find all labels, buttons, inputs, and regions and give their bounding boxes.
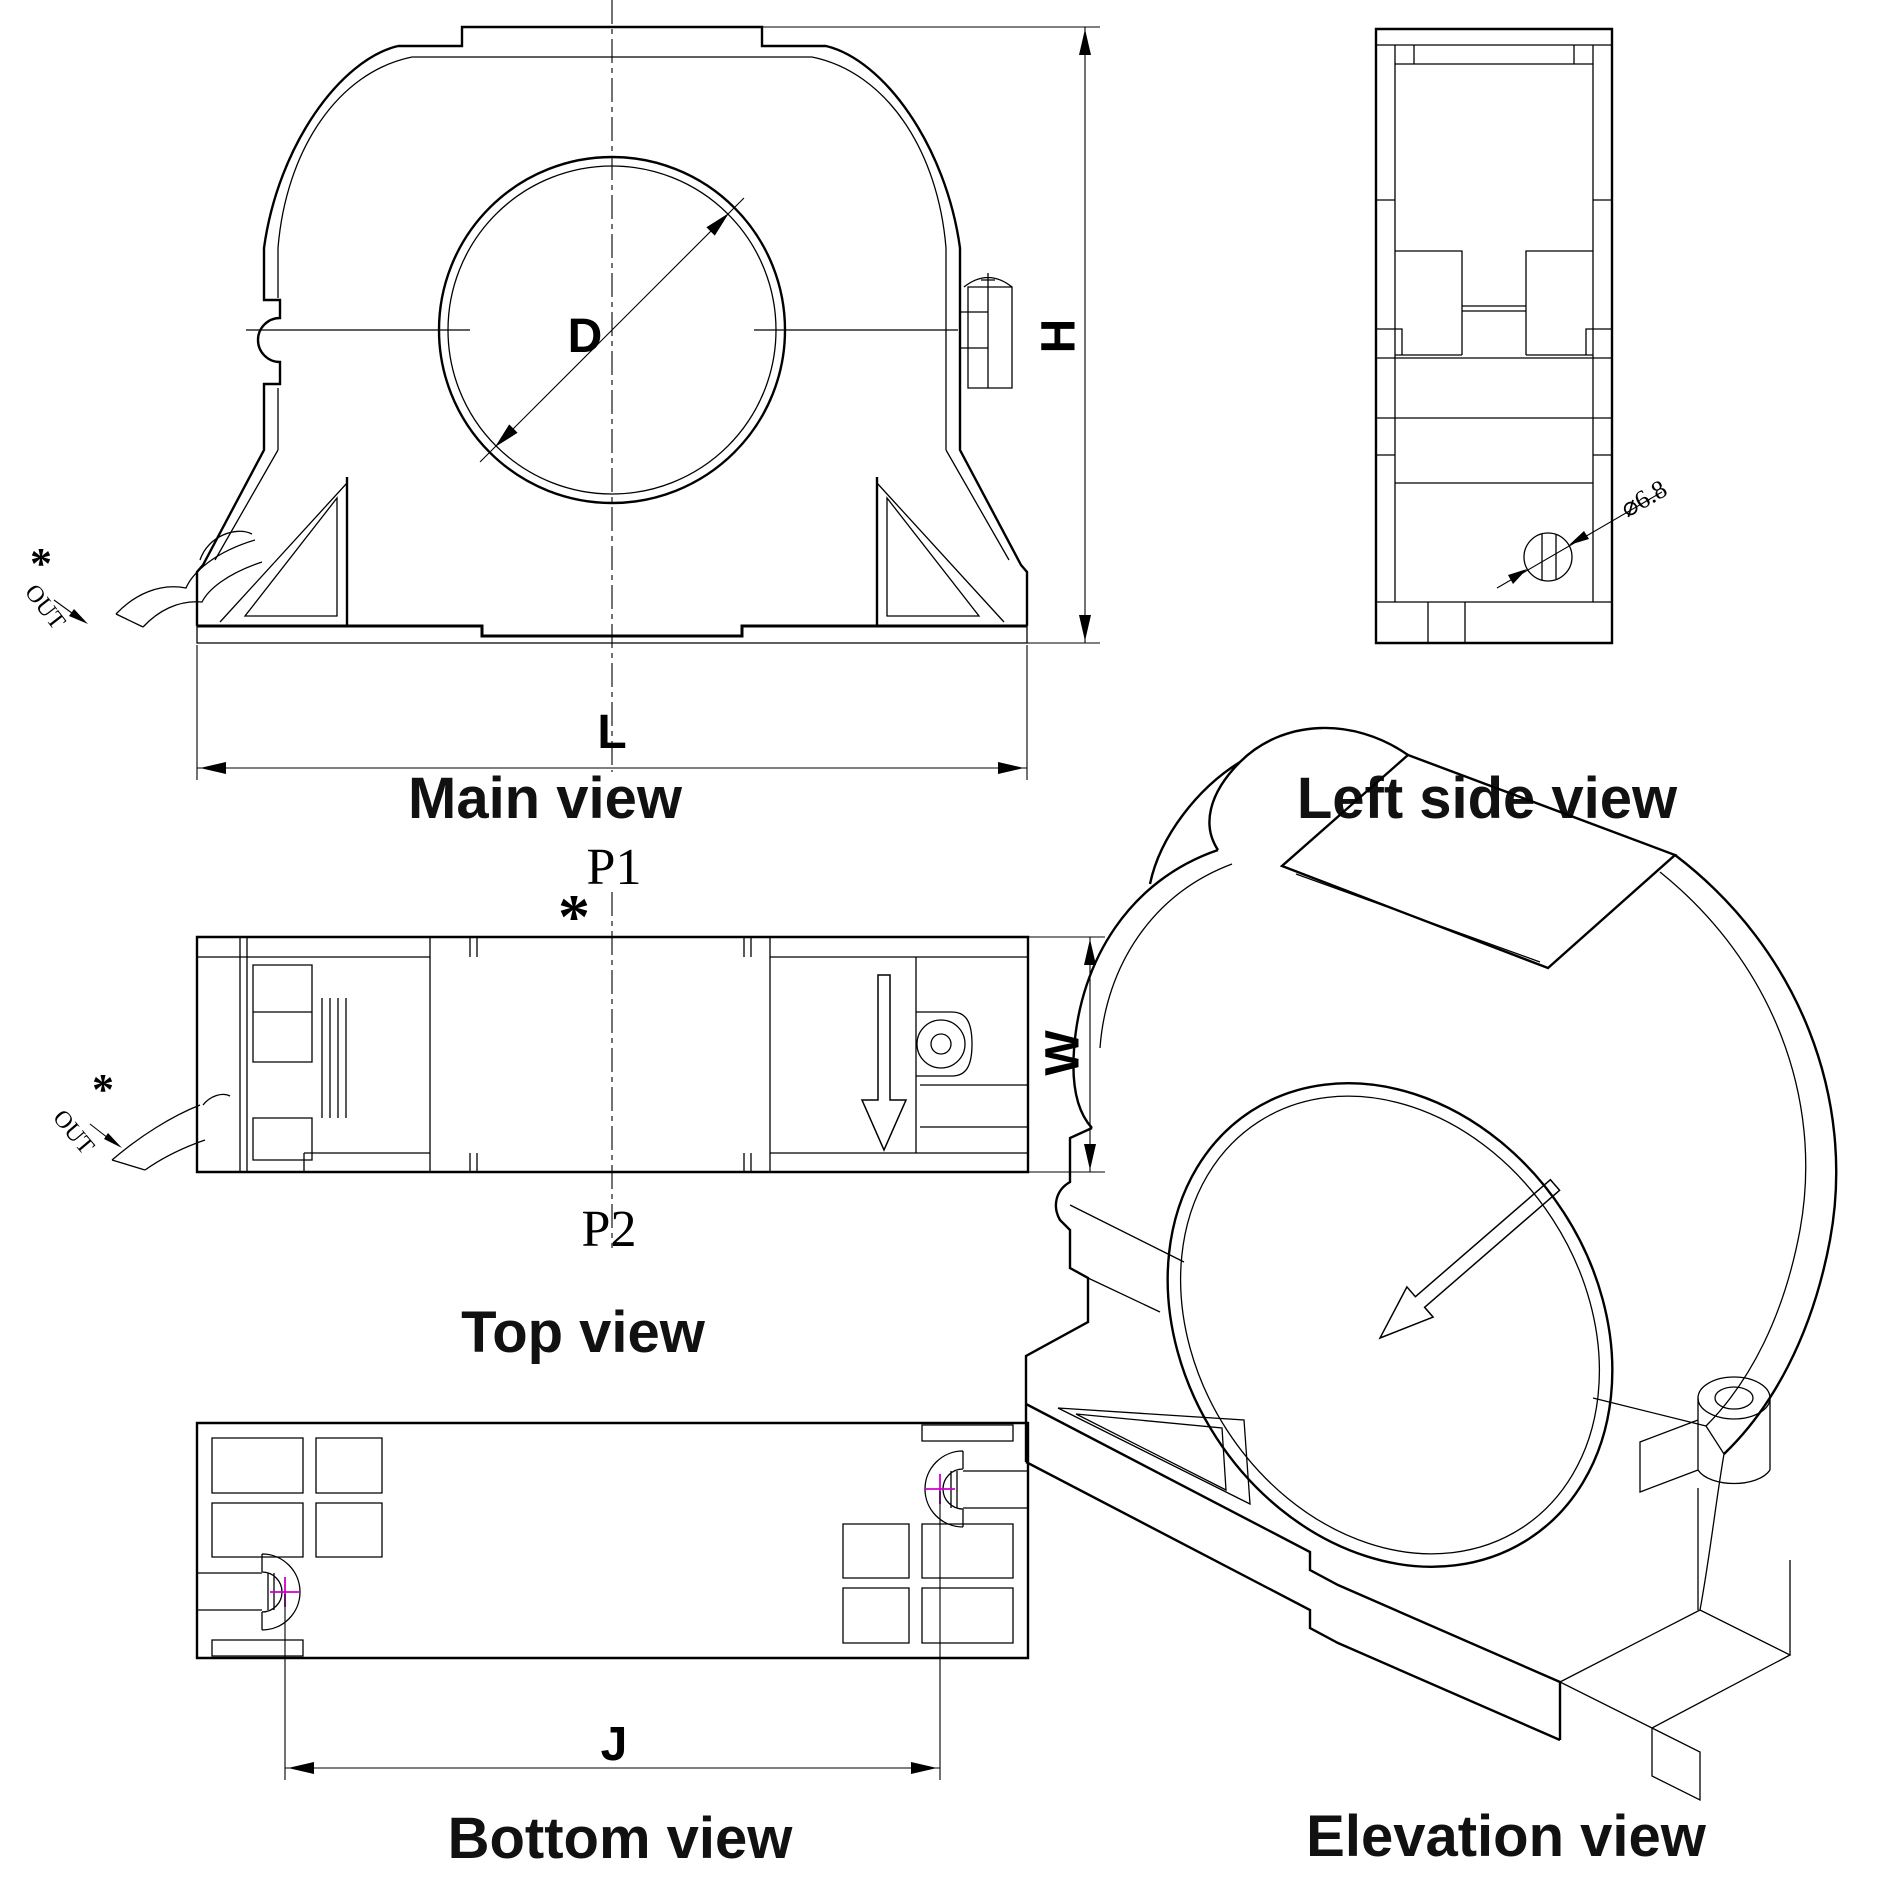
main-inner-shell: [214, 56, 1010, 561]
elev-right-rim-inner: [1659, 871, 1807, 1611]
w-arrow-bottom: [1084, 1144, 1096, 1170]
lsv-clamp-blocks: [1376, 250, 1612, 356]
lsv-hole-dia-label: ⌀6.8: [1616, 474, 1672, 523]
elev-rear-ears: [1148, 726, 1409, 885]
bv-bottom-rect: [211, 1639, 304, 1657]
top-view-boss-inner: [930, 1033, 952, 1055]
elevation-view-drawing: Elevation view: [1024, 726, 1838, 1869]
dim-label-h: H: [1033, 319, 1086, 354]
main-hole-inner: [447, 165, 777, 495]
main-body-outline: [195, 25, 1029, 626]
top-out-star: *: [92, 1065, 114, 1114]
top-view-connector-details: [252, 964, 347, 1161]
bv-grid-rects: [211, 1437, 383, 1558]
j-arrow-left: [288, 1762, 314, 1774]
lsv-dia-arrow-left: [1508, 569, 1527, 584]
top-view-screw-boss: [916, 1011, 973, 1077]
top-view-direction-arrow: [860, 974, 908, 1152]
l-arrow-right: [998, 762, 1024, 774]
main-hole-outer: [437, 155, 787, 505]
elev-seams: [1069, 1204, 1707, 1427]
w-extension-lines: [1028, 936, 1105, 1173]
elev-right-foot: [1558, 1488, 1792, 1802]
elev-base-top-edge: [1025, 1402, 1561, 1684]
elev-cap-inner: [1295, 873, 1541, 963]
elev-left-shoulder-inner: [1099, 863, 1233, 1049]
top-view-boss-outer: [916, 1019, 966, 1069]
elev-hole-outer: [1166, 1082, 1614, 1568]
main-base-top: [197, 624, 1027, 638]
elev-left-edge: [1024, 1126, 1093, 1404]
main-view-title: Main view: [408, 766, 683, 831]
bottom-view-title: Bottom view: [448, 1806, 794, 1871]
dim-label-w: W: [1037, 1030, 1090, 1076]
top-view-bands: [197, 956, 1028, 1172]
left-side-view-drawing: ⌀6.8 Left side view: [1297, 27, 1678, 831]
top-out-cable: [111, 1093, 231, 1171]
main-out-star: *: [30, 539, 52, 588]
left-side-view-title: Left side view: [1297, 766, 1678, 831]
elev-gusset: [1057, 1407, 1251, 1506]
lsv-bottom: [1376, 601, 1612, 643]
lsv-top-band: [1376, 44, 1612, 64]
main-out-cable: [115, 530, 263, 628]
elev-right-rim: [1674, 854, 1838, 1455]
label-p1: P1: [587, 839, 642, 896]
lsv-rails: [1376, 45, 1612, 602]
elevation-view-title: Elevation view: [1306, 1804, 1707, 1869]
main-gusset-left: [219, 482, 348, 623]
lsv-outline: [1374, 27, 1614, 645]
h-arrow-top: [1079, 29, 1091, 55]
w-arrow-top: [1084, 939, 1096, 965]
elev-hole-inner: [1179, 1095, 1601, 1555]
top-view-dividers: [239, 937, 917, 1172]
diameter-arrow-sw: [495, 424, 518, 447]
main-gusset-right: [876, 482, 1005, 623]
lsv-mid-band: [1376, 357, 1612, 419]
dim-label-j: J: [601, 1718, 628, 1771]
elev-direction-arrow: [1378, 1178, 1561, 1340]
dim-label-d: D: [568, 310, 603, 363]
bottom-view-right-cluster: [842, 1424, 1029, 1644]
h-extension-lines: [762, 26, 1100, 644]
diameter-dim-line: [479, 197, 745, 463]
top-view-right-lines: [920, 1084, 1028, 1128]
main-screw-block: [960, 273, 1013, 389]
top-out-leader: [89, 1123, 109, 1139]
elev-left-shoulder: [1072, 848, 1219, 1129]
bottom-view-drawing: J Bottom view: [195, 1421, 1030, 1871]
main-base-plate: [196, 626, 1028, 644]
l-arrow-left: [200, 762, 226, 774]
label-p2: P2: [582, 1201, 637, 1258]
j-extension-lines: [284, 1491, 941, 1780]
p1-star: *: [558, 881, 590, 952]
bottom-view-outline: [195, 1421, 1030, 1660]
dim-label-l: L: [597, 706, 626, 759]
top-view-drawing: P1 * W OUT * P2 Top view: [47, 839, 1105, 1365]
h-arrow-bottom: [1079, 615, 1091, 641]
lsv-screw-hole: [1523, 532, 1573, 582]
main-out-arrow: [69, 609, 88, 624]
lsv-screw-slot: [1541, 534, 1557, 580]
diameter-arrow-ne: [706, 213, 729, 236]
top-out-arrow: [104, 1133, 122, 1148]
elev-screw-boss: [1639, 1376, 1771, 1493]
bottom-view-left-cluster: [197, 1437, 383, 1657]
elev-base-front-face: [1024, 1404, 1562, 1742]
top-view-title: Top view: [461, 1300, 706, 1365]
j-arrow-right: [911, 1762, 937, 1774]
l-extension-lines: [196, 645, 1028, 780]
lsv-dia-arrow-right: [1569, 531, 1589, 545]
main-view-drawing: D H L OUT * Main view: [19, 0, 1100, 831]
main-gusset-edges: [345, 477, 879, 626]
elev-top-cap: [1279, 753, 1678, 970]
